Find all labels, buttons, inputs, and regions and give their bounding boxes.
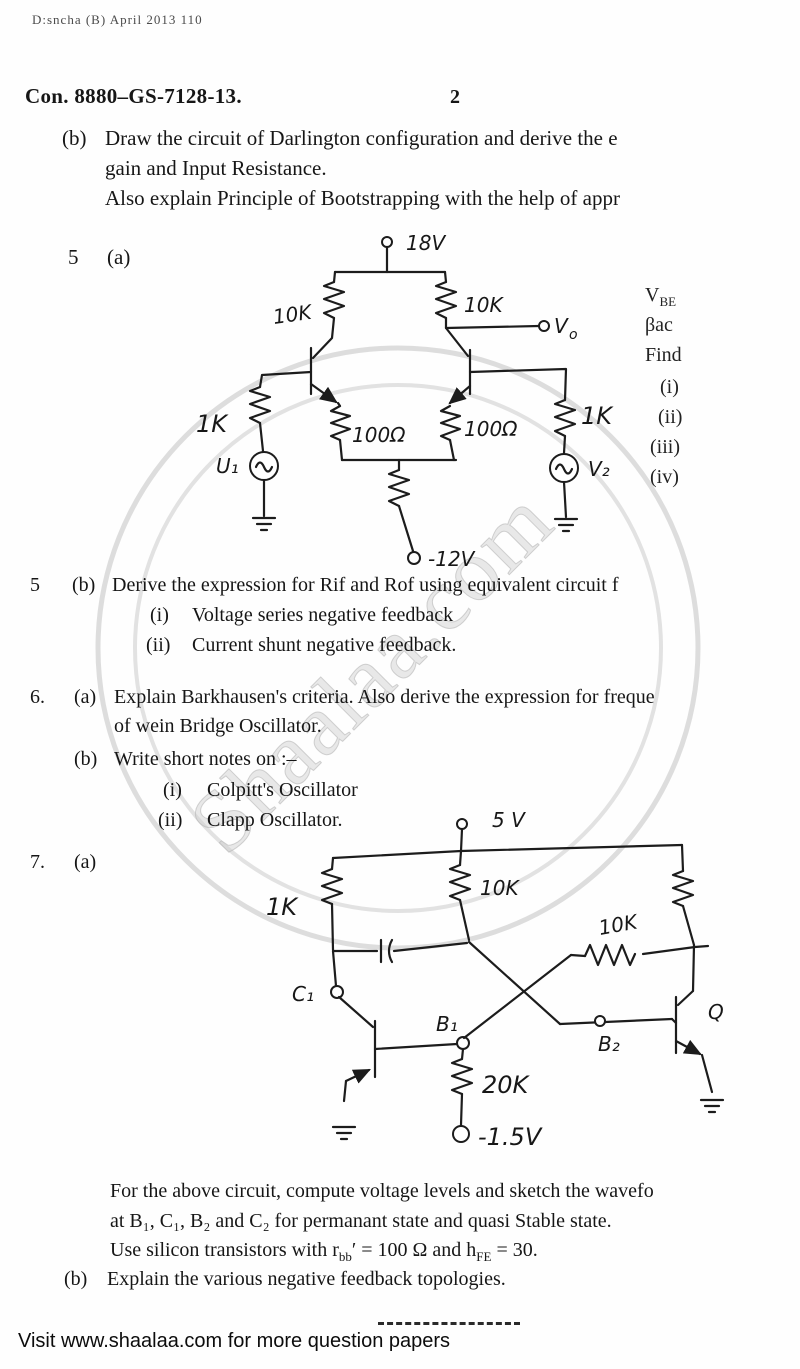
q7-line3-part1: Use silicon transistors with r	[110, 1239, 339, 1261]
circuit2-r-coupling-label: 10K	[597, 909, 641, 940]
differential-amplifier-circuit-figure: 18V 10K 10K 100Ω 100Ω 1K 1K U₁ V₂ V o -1…	[196, 231, 614, 571]
watermark-inner-ring	[133, 383, 663, 913]
q7-line3-part2: ′ = 100 Ω and h	[351, 1239, 477, 1261]
page-number: 2	[450, 86, 460, 108]
q5a-item-iii: (iii)	[650, 436, 680, 458]
q7-line2: at B₁, C₁, B₂ and C₂ for permanant state…	[110, 1210, 612, 1232]
circuit1-rc-right-label: 10K	[464, 293, 504, 317]
q5b-sub1-text: Voltage series negative feedback	[192, 604, 454, 626]
q4b-label: (b)	[62, 126, 87, 150]
circuit1-output-sub-label: o	[569, 327, 578, 343]
q7-number: 7.	[30, 851, 45, 873]
q5b-sub2-text: Current shunt negative feedback.	[192, 634, 457, 656]
circuit1-rb-right-label: 1K	[581, 402, 614, 430]
circuit2-r-base-label: 20K	[482, 1071, 531, 1099]
circuit1-supply-label: 18V	[406, 231, 446, 255]
q6a-label: (a)	[74, 686, 97, 708]
q7-line3-sub2: FE	[476, 1249, 492, 1264]
q5a-item-iv: (iv)	[650, 466, 679, 488]
q7-line3-part3: = 30.	[491, 1239, 538, 1261]
q5a-label: (a)	[107, 245, 131, 269]
vbe-subscript: BE	[659, 294, 677, 309]
q5b-sub2-label: (ii)	[146, 634, 171, 656]
q6b-label: (b)	[74, 748, 98, 770]
circuit1-source-right-label: V₂	[588, 457, 610, 481]
q5a-given-beta: βac	[645, 314, 673, 336]
circuit1-re-left-label: 100Ω	[352, 423, 406, 447]
q4b-line3: Also explain Principle of Bootstrapping …	[105, 186, 620, 210]
q7-line3-sub1: bb	[338, 1249, 352, 1264]
q6a-line2: of wein Bridge Oscillator.	[114, 715, 322, 737]
circuit1-output-label: V	[554, 314, 569, 338]
q5b-number: 5	[30, 574, 40, 596]
circuit1-vee-label: -12V	[428, 547, 476, 571]
vbe-symbol: V	[645, 284, 660, 306]
q7b-text: Explain the various negative feedback to…	[107, 1268, 506, 1290]
divider-dashed-line	[378, 1322, 520, 1325]
exam-code: Con. 8880–GS-7128-13.	[25, 84, 242, 108]
circuit2-wires	[320, 818, 725, 1143]
circuit2-b1-label: B₁	[436, 1012, 458, 1036]
q5a-number: 5	[68, 245, 79, 269]
circuit2-c1-label: C₁	[292, 982, 314, 1006]
q6a-line1: Explain Barkhausen's criteria. Also deri…	[114, 686, 655, 708]
q6b-i-text: Colpitt's Oscillator	[207, 779, 358, 801]
q6b-ii-label: (ii)	[158, 809, 183, 831]
scan-note: D:sncha (B) April 2013 110	[32, 12, 203, 27]
q7-line3: Use silicon transistors with rbb′ = 100 …	[110, 1239, 538, 1265]
q4b-line2: gain and Input Resistance.	[105, 156, 327, 180]
q7a-label: (a)	[74, 851, 97, 873]
circuit2-b2-label: B₂	[598, 1032, 620, 1056]
q5a-item-ii: (ii)	[658, 406, 683, 428]
circuit1-source-left-label: U₁	[216, 454, 239, 478]
q6b-text: Write short notes on :–	[114, 748, 297, 770]
q6b-i-label: (i)	[163, 779, 182, 801]
circuit1-labels: 18V 10K 10K 100Ω 100Ω 1K 1K U₁ V₂ V o -1…	[196, 231, 614, 571]
circuit1-rc-left-label: 10K	[271, 300, 314, 329]
circuit2-r-mid-label: 10K	[480, 876, 520, 900]
circuit2-supply-label: 5 V	[492, 808, 526, 832]
circuit1-wires	[248, 236, 579, 565]
multivibrator-circuit-figure: 5 V 1K 10K 10K C₁ B₁ B₂ 20K Q -1.5V	[266, 808, 725, 1151]
q6-number: 6.	[30, 686, 45, 708]
circuit2-labels: 5 V 1K 10K 10K C₁ B₁ B₂ 20K Q -1.5V	[266, 808, 724, 1151]
watermark-outer-ring	[95, 345, 701, 951]
q5a-item-i: (i)	[660, 376, 679, 398]
q5a-find-label: Find	[645, 344, 682, 366]
q7-line1: For the above circuit, compute voltage l…	[110, 1180, 654, 1202]
q5a-given-vbe: VBE	[645, 284, 676, 310]
circuit2-r-left-label: 1K	[266, 893, 299, 921]
circuit1-re-right-label: 100Ω	[464, 417, 518, 441]
circuit2-q-label: Q	[708, 1000, 724, 1024]
q5b-sub1-label: (i)	[150, 604, 169, 626]
circuit2-vbb-label: -1.5V	[478, 1123, 543, 1151]
q5b-text: Derive the expression for Rif and Rof us…	[112, 574, 619, 596]
q4b-line1: Draw the circuit of Darlington configura…	[105, 126, 618, 150]
q5b-label: (b)	[72, 574, 96, 596]
q6b-ii-text: Clapp Oscillator.	[207, 809, 343, 831]
footer-link-text: Visit www.shaalaa.com for more question …	[18, 1330, 451, 1352]
q7b-label: (b)	[64, 1268, 88, 1290]
circuit1-rb-left-label: 1K	[196, 410, 229, 438]
